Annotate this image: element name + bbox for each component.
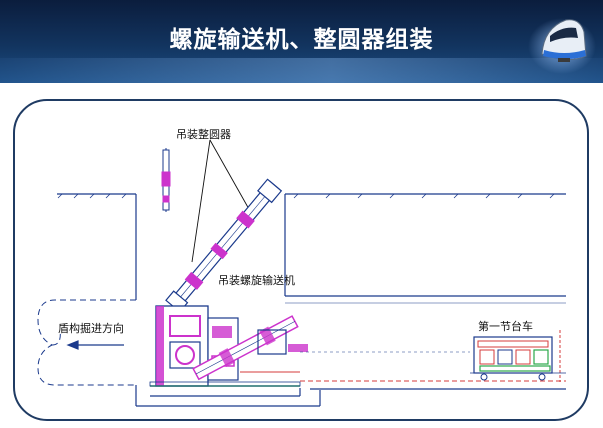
- bullet-train-logo-icon: [528, 18, 596, 74]
- label-screw-conveyor: 吊装螺旋输送机: [218, 274, 295, 287]
- header-glow-band: [0, 58, 603, 83]
- rail-track: [300, 351, 566, 382]
- screw-conveyor-hoisted: [165, 178, 283, 313]
- label-first-trailer: 第一节台车: [478, 320, 533, 333]
- circle-former-hanging: [161, 148, 171, 212]
- tunnel-outline: [37, 299, 136, 386]
- label-direction: 盾构掘进方向: [58, 322, 124, 335]
- direction-arrow-icon: [66, 340, 124, 350]
- ground-surface: [57, 193, 566, 199]
- slide-header: 螺旋输送机、整圆器组装: [0, 0, 603, 83]
- label-circle-former: 吊装整圆器: [176, 128, 231, 141]
- slide-title: 螺旋输送机、整圆器组装: [169, 27, 434, 53]
- launch-shaft: [135, 194, 566, 407]
- label-leader-lines: [191, 139, 255, 263]
- shield-machine: [149, 305, 308, 387]
- first-trailer: [470, 330, 566, 382]
